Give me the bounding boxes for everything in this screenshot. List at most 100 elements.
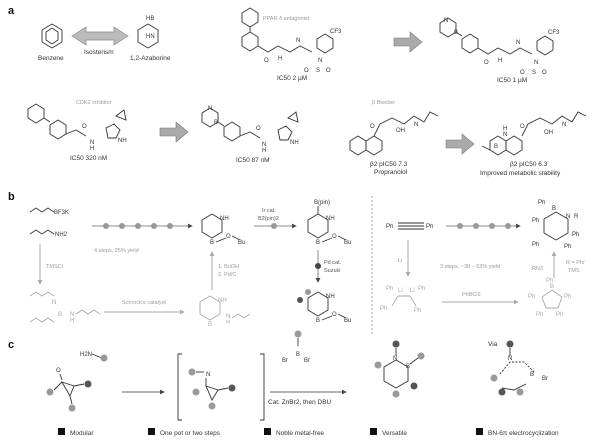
legend-square-3 <box>264 428 271 435</box>
svg-text:O: O <box>332 234 337 240</box>
bf3k-label: BF3K <box>54 210 69 216</box>
svg-text:O: O <box>542 70 547 76</box>
svg-text:B: B <box>316 240 320 246</box>
svg-text:S: S <box>316 68 320 74</box>
svg-text:N: N <box>262 142 266 148</box>
arrow-ir <box>254 223 297 229</box>
svg-text:O: O <box>256 126 261 132</box>
buoh-label: 1. BuOH <box>218 264 239 270</box>
borole: B Ph Ph Ph Ph Ph <box>528 278 571 318</box>
svg-text:N: N <box>414 122 418 128</box>
azaborine-product-b: NH B O Bu <box>297 289 351 324</box>
azaborine-label: 1,2-Azaborine <box>130 55 171 62</box>
azaborine-product-c: N B <box>374 340 425 398</box>
svg-text:O: O <box>56 368 61 374</box>
svg-text:H: H <box>503 126 507 132</box>
legend: Modular One pot or two steps Noble metal… <box>58 428 559 437</box>
diallyl-aminoborane: N B N H <box>29 291 101 324</box>
azaborine-obu-1: NH B O Bu <box>201 213 245 246</box>
svg-text:B: B <box>210 240 214 246</box>
svg-text:R: R <box>574 214 579 220</box>
legend-square-2 <box>148 428 155 435</box>
svg-text:B: B <box>296 352 300 358</box>
svg-text:H: H <box>262 148 266 154</box>
svg-text:Br: Br <box>542 376 548 382</box>
svg-text:B: B <box>550 284 554 290</box>
cdk2-ic50-1: IC50 320 nM <box>70 155 107 162</box>
allylamine <box>29 229 55 235</box>
svg-text:Ph: Ph <box>414 308 421 314</box>
rn3-label: RN3 <box>532 266 543 272</box>
svg-text:N: N <box>70 312 74 318</box>
improved-label: Improved metabolic stability <box>480 170 561 177</box>
svg-text:OH: OH <box>396 128 405 134</box>
benzene-label: Benzene <box>38 55 64 62</box>
legend-square-5 <box>476 428 483 435</box>
svg-text:B: B <box>58 312 62 318</box>
allyl-bf3k <box>29 207 55 213</box>
svg-text:Ph: Ph <box>418 286 425 292</box>
svg-text:N: N <box>516 40 520 46</box>
svg-text:O: O <box>332 312 337 318</box>
legend-item-4: Versatile <box>382 430 407 437</box>
nh2-label: NH2 <box>55 232 68 238</box>
steps-3-label: 3 steps, ~38 – 53% yield <box>440 264 500 270</box>
svg-text:H: H <box>278 56 282 62</box>
tms-label: TMS <box>568 268 580 274</box>
ph-left-label: Ph <box>386 224 393 230</box>
svg-text:Ph: Ph <box>556 312 563 318</box>
bu-label-2: Bu <box>344 240 351 246</box>
svg-text:Ph: Ph <box>572 232 579 238</box>
legend-item-5: BN-6π electrocyclization <box>488 430 559 437</box>
dotted-arrow-2 <box>446 223 521 229</box>
ir-cat-label: Ir cat. <box>262 208 276 214</box>
ph-right-label: Ph <box>426 224 433 230</box>
svg-text:N: N <box>508 356 512 362</box>
ppar-title: PPAR δ antagonist <box>263 16 310 22</box>
bpin-label: B(pin) <box>314 200 330 206</box>
svg-text:O: O <box>370 124 375 130</box>
svg-text:Ph: Ph <box>380 306 387 312</box>
svg-text:B: B <box>316 318 320 324</box>
svg-text:O: O <box>520 70 525 76</box>
legend-square-1 <box>58 428 65 435</box>
svg-text:N: N <box>566 214 570 220</box>
svg-text:NH: NH <box>326 294 335 300</box>
arrow-pd <box>315 250 321 283</box>
legend-item-2: One pot or two steps <box>160 430 221 437</box>
amine-structure <box>91 353 108 362</box>
svg-text:B: B <box>406 364 410 370</box>
svg-text:N: N <box>503 132 507 138</box>
cdk2-compound-1: O N H NH <box>27 103 127 152</box>
cdk2-title: CDK2 inhibitor <box>76 100 112 106</box>
svg-text:O: O <box>520 124 525 130</box>
hexa-aryl-azaborine: B N R Ph Ph Ph Ph Ph <box>532 200 579 250</box>
svg-text:B: B <box>214 120 218 126</box>
svg-text:HN: HN <box>146 34 155 40</box>
beta-pic-2: β2 pIC50 6.3 <box>510 161 548 168</box>
svg-text:HB: HB <box>146 16 154 22</box>
svg-text:H: H <box>90 146 94 152</box>
svg-text:N: N <box>562 122 566 128</box>
svg-text:N: N <box>206 372 210 378</box>
legend-item-3: Noble metal-free <box>276 430 324 437</box>
svg-text:Ph: Ph <box>538 200 545 206</box>
svg-text:B: B <box>530 372 534 378</box>
svg-text:N: N <box>226 314 230 320</box>
steps-4-label: 4 steps, 25% yield <box>94 248 139 254</box>
electrocyclization-ts: N B Br <box>490 340 548 396</box>
svg-text:Ph: Ph <box>536 312 543 318</box>
svg-text:Ph: Ph <box>532 218 539 224</box>
block-arrow-3 <box>445 133 475 155</box>
h2n-label: H2N <box>80 352 92 358</box>
panel-c-letter: c <box>8 339 14 351</box>
azaborine-structure: HB HN <box>137 16 159 49</box>
svg-text:O: O <box>82 124 87 130</box>
svg-text:O: O <box>304 68 309 74</box>
svg-text:Ph: Ph <box>386 286 393 292</box>
svg-text:H: H <box>226 320 230 326</box>
svg-text:N: N <box>393 356 397 362</box>
via-label: Via <box>488 341 498 348</box>
cdk2-ic50-2: IC50 87 nM <box>236 157 270 164</box>
